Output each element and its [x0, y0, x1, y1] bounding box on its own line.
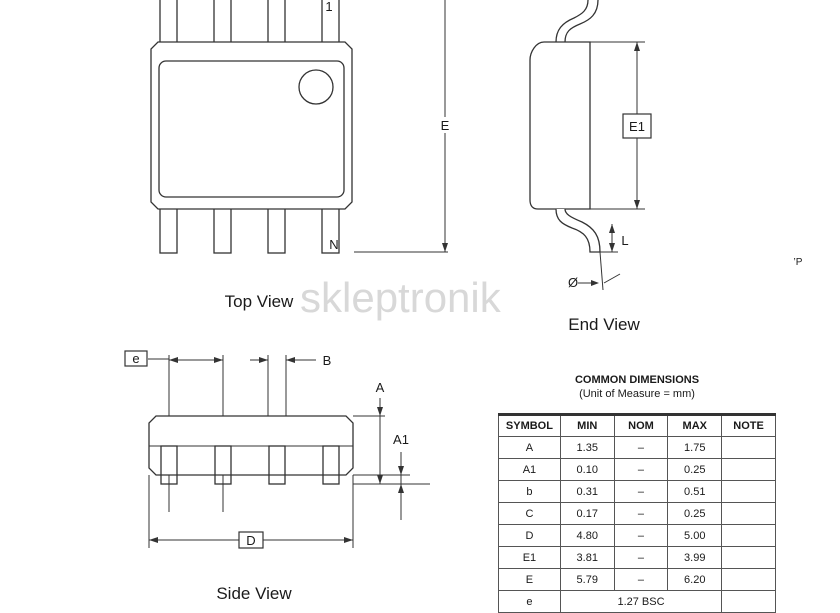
top-view: [150, 0, 448, 254]
dim-e-pitch-label: e: [132, 351, 139, 366]
column-header: NOTE: [721, 414, 776, 437]
table-row: A1 0.10 – 0.25: [498, 458, 776, 481]
package-body: [150, 41, 353, 210]
column-header: MAX: [667, 414, 723, 437]
table-cell: A1: [498, 458, 561, 481]
table-row: E 5.79 – 6.20: [498, 568, 776, 591]
table-cell: [721, 568, 776, 591]
table-cell: 1.35: [559, 436, 615, 459]
table-cell: 3.81: [559, 546, 615, 569]
table-cell: 0.17: [559, 502, 615, 525]
stray-mark: ’P: [794, 257, 803, 268]
end-view-body: [529, 41, 591, 210]
bottom-pin: [159, 207, 178, 254]
pin-n-label: N: [329, 237, 338, 252]
table-cell: –: [613, 546, 669, 569]
table-cell: –: [613, 524, 669, 547]
table-cell: [721, 502, 776, 525]
end-view-caption: End View: [568, 315, 640, 334]
dim-e1-label: E1: [629, 119, 645, 134]
bottom-pin: [267, 207, 286, 254]
table-cell: 4.80: [559, 524, 615, 547]
dim-e-label: E: [441, 118, 450, 133]
table-cell: A: [498, 436, 561, 459]
table-cell: 3.99: [667, 546, 723, 569]
common-dimensions-table-block: COMMON DIMENSIONS (Unit of Measure = mm)…: [498, 374, 776, 613]
pin-1-label: 1: [325, 0, 332, 14]
table-cell: E: [498, 568, 561, 591]
table-cell: 0.31: [559, 480, 615, 503]
table-cell: 0.25: [667, 458, 723, 481]
table-subtitle: (Unit of Measure = mm): [579, 388, 695, 400]
dim-b-label: B: [323, 353, 332, 368]
package-drawing: skleptronik 1 N E Top View: [124, 0, 803, 600]
table-cell: b: [498, 480, 561, 503]
table-cell: [721, 436, 776, 459]
end-view: [529, 0, 652, 291]
table-cell: [721, 524, 776, 547]
dimensions-table: SYMBOL MIN NOM MAX NOTE A 1.35 – 1.75 A1…: [498, 413, 776, 613]
side-view-caption: Side View: [216, 584, 292, 600]
package-top-surface: [158, 60, 345, 198]
table-cell: 5.79: [559, 568, 615, 591]
table-cell: [721, 458, 776, 481]
table-row: E1 3.81 – 3.99: [498, 546, 776, 569]
column-header: MIN: [559, 414, 615, 437]
pin-1-marker-dot: [298, 69, 334, 105]
table-cell: 1.75: [667, 436, 723, 459]
table-cell: 0.51: [667, 480, 723, 503]
watermark-text: skleptronik: [300, 274, 502, 321]
table-cell: e: [498, 590, 561, 613]
table-cell: 5.00: [667, 524, 723, 547]
top-pin: [267, 0, 286, 44]
table-cell: C: [498, 502, 561, 525]
table-cell: [721, 546, 776, 569]
bottom-pin: [213, 207, 232, 254]
table-cell: –: [613, 502, 669, 525]
table-title: COMMON DIMENSIONS: [574, 374, 700, 386]
table-row: b 0.31 – 0.51: [498, 480, 776, 503]
table-cell: 0.25: [667, 502, 723, 525]
table-row: D 4.80 – 5.00: [498, 524, 776, 547]
dim-d-label: D: [246, 533, 255, 548]
table-cell: E1: [498, 546, 561, 569]
table-row: C 0.17 – 0.25: [498, 502, 776, 525]
dim-theta-label: Ø: [568, 275, 578, 290]
table-cell: 0.10: [559, 458, 615, 481]
table-cell: [721, 590, 776, 613]
table-cell: –: [613, 568, 669, 591]
table-header-row: SYMBOL MIN NOM MAX NOTE: [498, 414, 776, 437]
column-header: SYMBOL: [498, 414, 561, 437]
table-cell: [721, 480, 776, 503]
table-cell: 1.27 BSC: [559, 590, 723, 613]
table-row: A 1.35 – 1.75: [498, 436, 776, 459]
top-pin: [159, 0, 178, 44]
table-cell: –: [613, 458, 669, 481]
table-cell: –: [613, 480, 669, 503]
dim-a1-label: A1: [393, 432, 409, 447]
top-pin: [213, 0, 232, 44]
dim-a-label: A: [376, 380, 385, 395]
table-row: e 1.27 BSC: [498, 590, 776, 613]
side-view: [124, 350, 430, 549]
top-view-caption: Top View: [225, 292, 294, 311]
table-cell: 6.20: [667, 568, 723, 591]
dim-l-label: L: [621, 233, 628, 248]
table-cell: D: [498, 524, 561, 547]
column-header: NOM: [613, 414, 669, 437]
table-cell: –: [613, 436, 669, 459]
